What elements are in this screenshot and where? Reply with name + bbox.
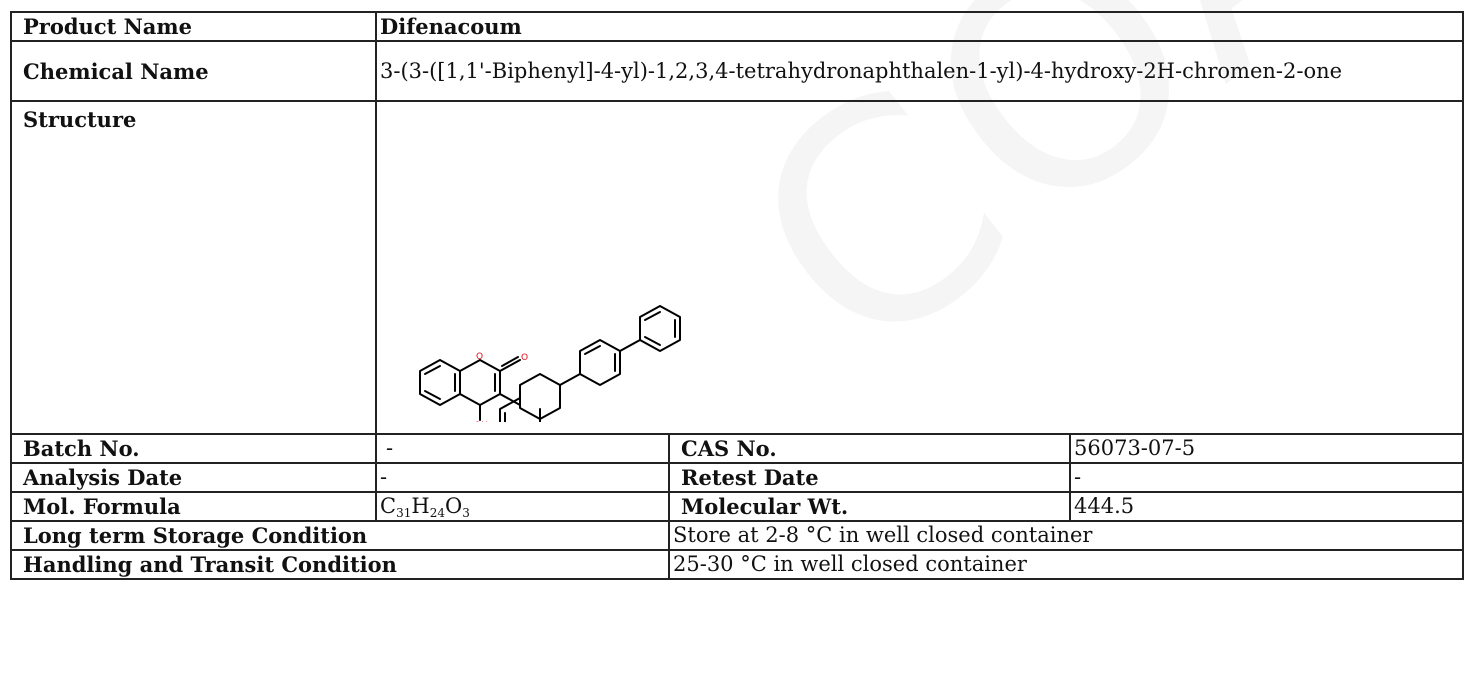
row-chemical-name: Chemical Name 3-(3-([1,1'-Biphenyl]-4-yl…: [10, 40, 1465, 102]
cas-no-label: CAS No.: [668, 433, 1071, 464]
atom-o-carbonyl: O: [521, 353, 528, 363]
atom-o-ring: O: [476, 352, 483, 362]
chemical-name-label: Chemical Name: [10, 40, 377, 102]
product-name-label: Product Name: [10, 11, 377, 42]
coa-table: Product Name Difenacoum Chemical Name 3-…: [10, 11, 1465, 580]
storage-value: Store at 2-8 °C in well closed container: [667, 520, 1465, 551]
row-batch-cas: Batch No. - CAS No. 56073-07-5: [10, 433, 1465, 464]
row-handling: Handling and Transit Condition 25-30 °C …: [10, 549, 1465, 580]
chemical-name-value: 3-(3-([1,1'-Biphenyl]-4-yl)-1,2,3,4-tetr…: [374, 40, 1465, 102]
batch-no-label: Batch No.: [10, 433, 377, 464]
row-analysis-retest: Analysis Date - Retest Date -: [10, 462, 1465, 493]
row-structure: Structure: [10, 100, 1465, 435]
atom-oh: OH: [474, 421, 488, 422]
analysis-date-label: Analysis Date: [10, 462, 377, 493]
molecular-wt-value: 444.5: [1068, 491, 1465, 522]
structure-label: Structure: [10, 100, 377, 435]
retest-date-value: -: [1068, 462, 1465, 493]
row-formula-molwt: Mol. Formula C31H24O3 Molecular Wt. 444.…: [10, 491, 1465, 522]
product-name-value: Difenacoum: [374, 11, 1465, 42]
cas-no-value: 56073-07-5: [1068, 433, 1465, 464]
storage-label: Long term Storage Condition: [10, 520, 670, 551]
structure-cell: O O OH: [374, 100, 1465, 435]
structure-image: O O OH: [419, 305, 681, 422]
handling-label: Handling and Transit Condition: [10, 549, 670, 580]
handling-value: 25-30 °C in well closed container: [667, 549, 1465, 580]
batch-no-value: -: [375, 433, 670, 464]
row-product-name: Product Name Difenacoum: [10, 11, 1465, 42]
mol-formula-label: Mol. Formula: [10, 491, 377, 522]
molecular-wt-label: Molecular Wt.: [668, 491, 1071, 522]
analysis-date-value: -: [375, 462, 670, 493]
retest-date-label: Retest Date: [668, 462, 1071, 493]
row-storage: Long term Storage Condition Store at 2-8…: [10, 520, 1465, 551]
mol-formula-value: C31H24O3: [375, 491, 670, 522]
